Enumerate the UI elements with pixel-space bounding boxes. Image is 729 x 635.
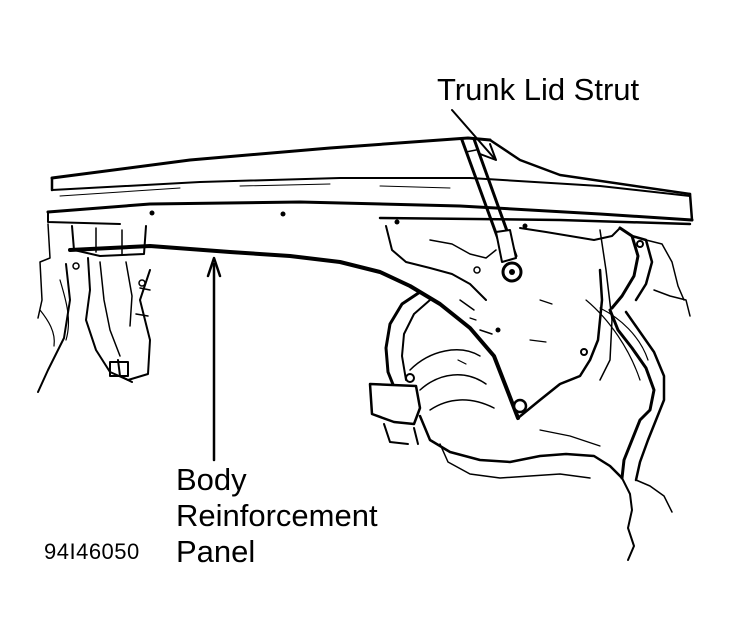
body-reinforcement-panel-label: Body Reinforcement Panel	[176, 462, 378, 570]
figure-code: 94I46050	[44, 539, 140, 564]
right-hinge-bracket	[585, 226, 691, 482]
body-label-line-3: Panel	[176, 534, 256, 569]
body-label-line-2: Reinforcement	[176, 498, 378, 533]
trunk-lid-strut	[460, 137, 523, 283]
leader-body-panel	[206, 256, 222, 462]
trunk-lid-strut-label: Trunk Lid Strut	[437, 72, 640, 107]
wheel-well	[368, 290, 673, 561]
leader-strut	[451, 109, 497, 161]
trunk-lid	[46, 136, 694, 229]
body-reinforcement-panel	[68, 225, 621, 420]
body-label-line-1: Body	[176, 462, 247, 497]
